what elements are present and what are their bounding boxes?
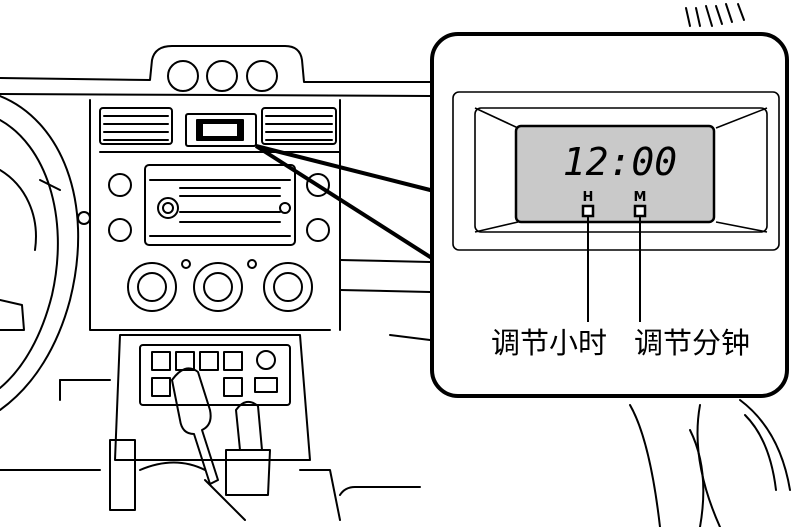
- minute-adjust-button[interactable]: [633, 204, 647, 218]
- bottom-lines: [0, 469, 421, 521]
- hour-caption: 调节小时: [491, 326, 607, 360]
- dashboard-outline: [0, 45, 431, 401]
- minute-caption: 调节分钟: [634, 326, 750, 360]
- steering-wheel: [0, 95, 91, 411]
- hour-adjust-button[interactable]: [581, 204, 595, 218]
- air-vent-right: [261, 107, 337, 145]
- lower-console: [114, 334, 311, 461]
- gauge-pod: [167, 60, 278, 92]
- minute-button-letter: M: [634, 190, 647, 205]
- callout-leader: [254, 144, 440, 264]
- clock-time-readout: 12:00: [563, 140, 677, 184]
- climate-knobs: [127, 259, 313, 312]
- clock-callout-box: 12:00 H M 调节小时 调节分钟: [430, 32, 789, 398]
- side-buttons: [108, 173, 330, 242]
- hour-button-letter: H: [583, 190, 594, 205]
- door-area-right: [629, 3, 791, 527]
- audio-unit: [144, 164, 296, 246]
- gear-levers: [109, 367, 271, 521]
- dash-clock-unit: [185, 113, 257, 147]
- clock-lcd-screen: [514, 124, 716, 224]
- clock-bezel: [452, 91, 780, 251]
- air-vent-left: [99, 107, 173, 145]
